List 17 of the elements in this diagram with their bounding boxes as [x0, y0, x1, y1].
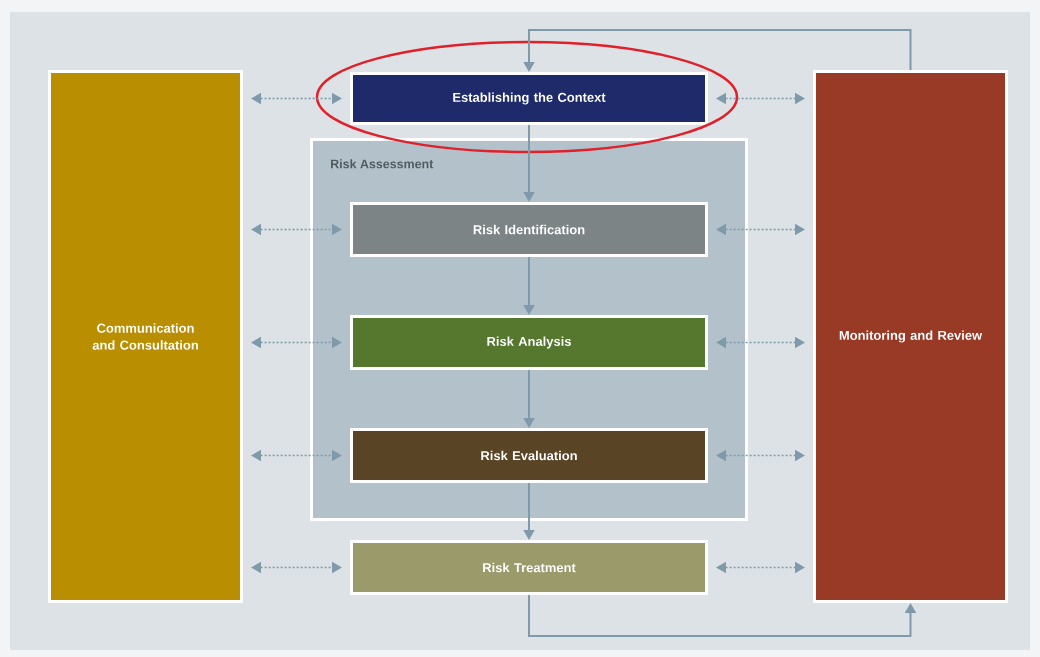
process-box: Risk Identification	[350, 202, 708, 257]
arrow	[251, 449, 342, 462]
arrow	[251, 92, 342, 105]
arrow	[716, 92, 805, 105]
process-column: Monitoring and Review	[813, 70, 1008, 603]
process-box: Establishing the Context	[350, 72, 708, 125]
process-box: Risk Treatment	[350, 540, 708, 595]
process-box: Risk Analysis	[350, 315, 708, 370]
arrow	[716, 336, 805, 349]
process-column: Communication and Consultation	[48, 70, 243, 603]
arrow	[251, 336, 342, 349]
arrow	[716, 449, 805, 462]
arrow	[251, 223, 342, 236]
arrow	[251, 561, 342, 574]
arrow	[716, 561, 805, 574]
process-box: Risk Evaluation	[350, 428, 708, 483]
arrow	[716, 223, 805, 236]
